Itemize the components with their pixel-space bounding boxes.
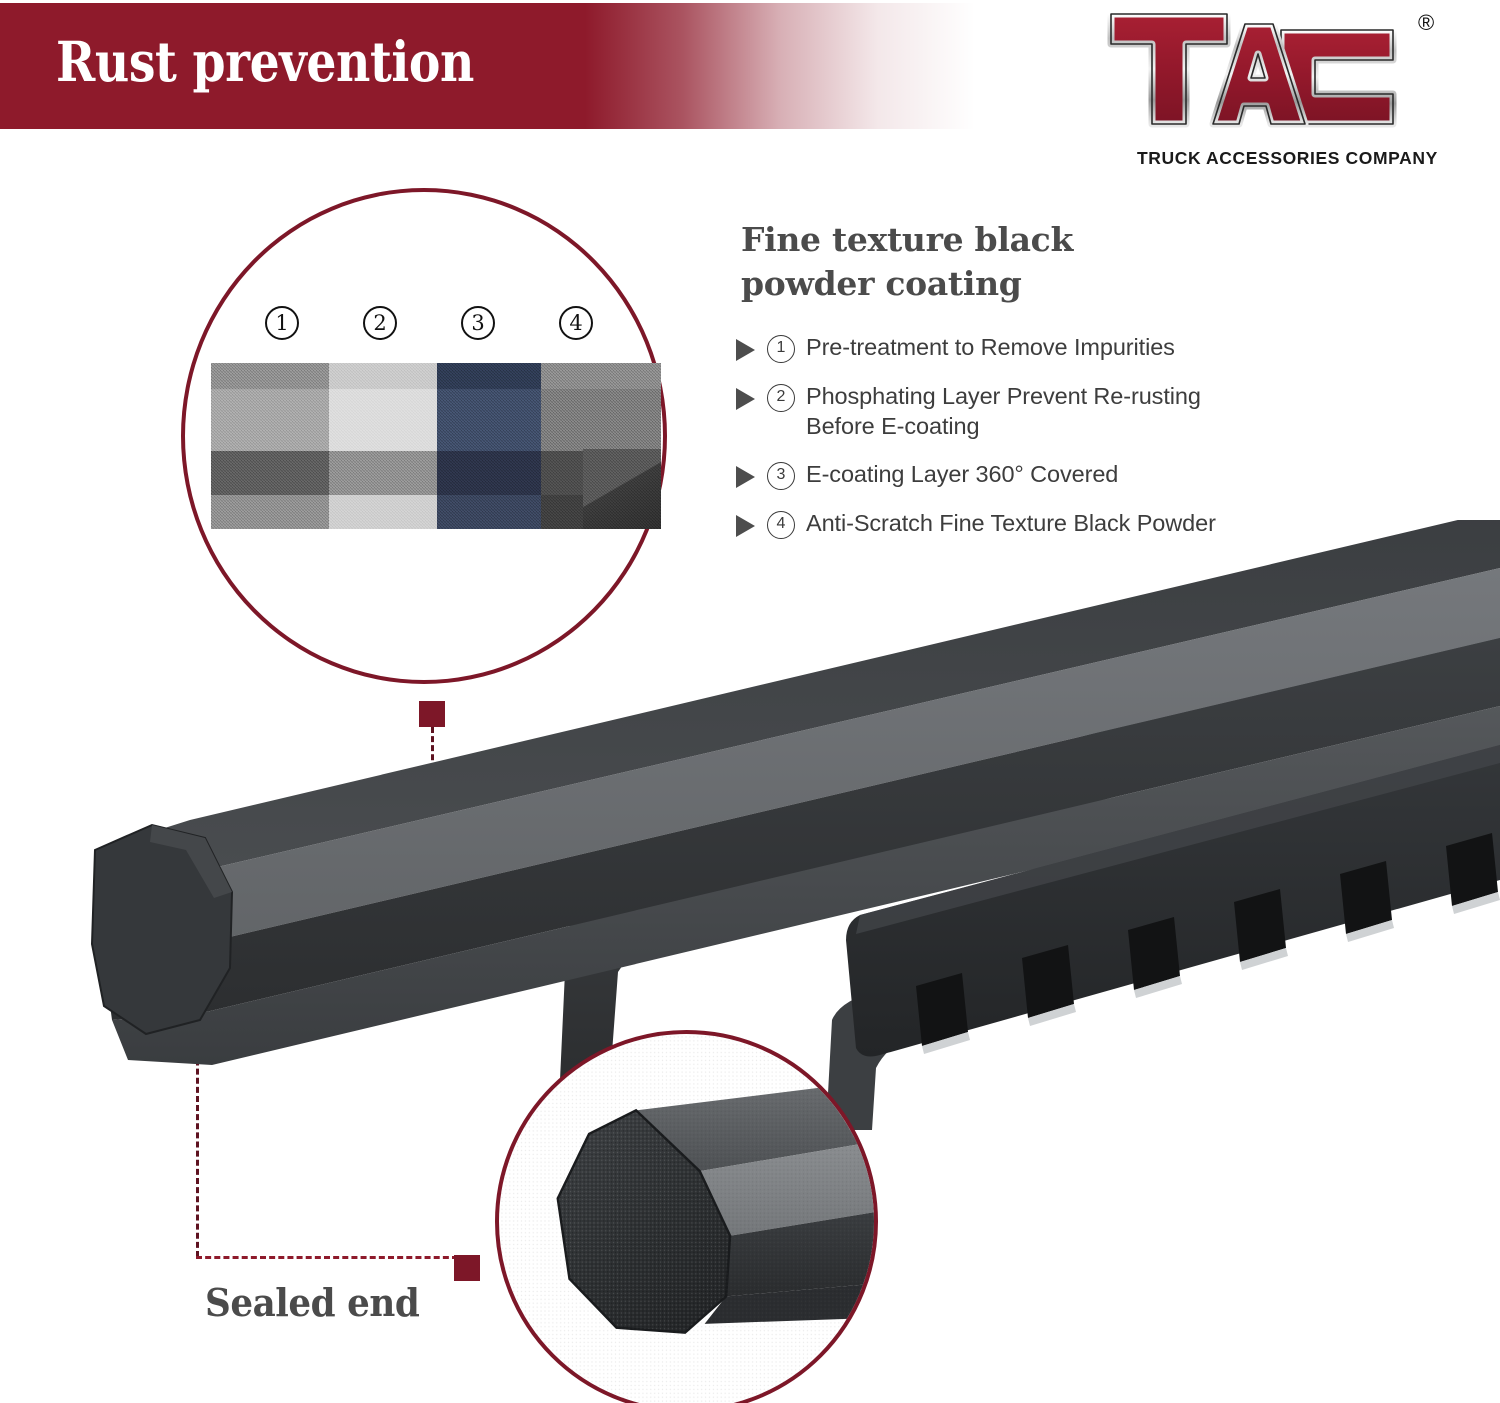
step-text: Pre-treatment to Remove Impurities bbox=[806, 334, 1175, 360]
page-title: Rust prevention bbox=[56, 29, 475, 94]
list-item: 2 Phosphating Layer Prevent Re-rusting B… bbox=[736, 381, 1266, 441]
triangle-right-icon bbox=[736, 515, 755, 537]
registered-trademark-icon: ® bbox=[1418, 10, 1435, 35]
sealed-end-callout-circle bbox=[495, 1030, 878, 1403]
triangle-right-icon bbox=[736, 466, 755, 488]
tac-logo-mark bbox=[1107, 10, 1397, 128]
callout-marker-square-bottom bbox=[454, 1255, 480, 1281]
step-text: Phosphating Layer Prevent Re-rusting Bef… bbox=[806, 383, 1201, 439]
cross-section-number-3: 3 bbox=[461, 306, 495, 340]
step-text: Anti-Scratch Fine Texture Black Powder bbox=[806, 510, 1216, 536]
coating-segment-e-coating bbox=[437, 363, 541, 529]
coating-heading: Fine texture black powder coating bbox=[741, 218, 1171, 306]
cross-section-number-1: 1 bbox=[265, 306, 299, 340]
list-item: 3 E-coating Layer 360° Covered bbox=[736, 459, 1266, 490]
running-board-product bbox=[90, 520, 1500, 1130]
leader-line-sealed-horizontal bbox=[196, 1256, 458, 1259]
coating-segment-phosphating bbox=[329, 363, 437, 529]
coating-segment-pre-treatment bbox=[211, 363, 329, 529]
hex-tube bbox=[90, 520, 1500, 1065]
list-item: 4 Anti-Scratch Fine Texture Black Powder bbox=[736, 508, 1266, 539]
cross-section-number-row: 1 2 3 4 bbox=[255, 306, 615, 346]
step-text: E-coating Layer 360° Covered bbox=[806, 461, 1119, 487]
sealed-end-closeup bbox=[499, 1034, 874, 1403]
coating-heading-line2: powder coating bbox=[741, 264, 1022, 303]
logo-tagline: TRUCK ACCESSORIES COMPANY bbox=[1137, 148, 1438, 168]
step-number-badge: 3 bbox=[767, 462, 795, 490]
triangle-right-icon bbox=[736, 339, 755, 361]
triangle-right-icon bbox=[736, 388, 755, 410]
cross-section-number-2: 2 bbox=[363, 306, 397, 340]
tac-logo: ® TRUCK ACCESSORIES COMPANY bbox=[1085, 8, 1455, 183]
coating-steps-list: 1 Pre-treatment to Remove Impurities 2 P… bbox=[736, 332, 1266, 557]
coating-heading-line1: Fine texture black bbox=[741, 220, 1074, 259]
list-item: 1 Pre-treatment to Remove Impurities bbox=[736, 332, 1266, 363]
sealed-end-label: Sealed end bbox=[205, 1280, 420, 1325]
step-number-badge: 2 bbox=[767, 384, 795, 412]
header-banner: Rust prevention bbox=[0, 3, 975, 129]
step-number-badge: 4 bbox=[767, 511, 795, 539]
leader-line-sealed-vertical bbox=[196, 950, 199, 1257]
step-pad bbox=[846, 745, 1500, 1057]
callout-marker-square-top bbox=[419, 701, 445, 727]
logo-letter-t bbox=[1107, 10, 1231, 128]
coating-layer-bar bbox=[211, 363, 661, 529]
cross-section-number-4: 4 bbox=[559, 306, 593, 340]
coating-segment-powder-coat bbox=[541, 363, 661, 529]
step-number-badge: 1 bbox=[767, 335, 795, 363]
grip-slots bbox=[916, 833, 1500, 1054]
